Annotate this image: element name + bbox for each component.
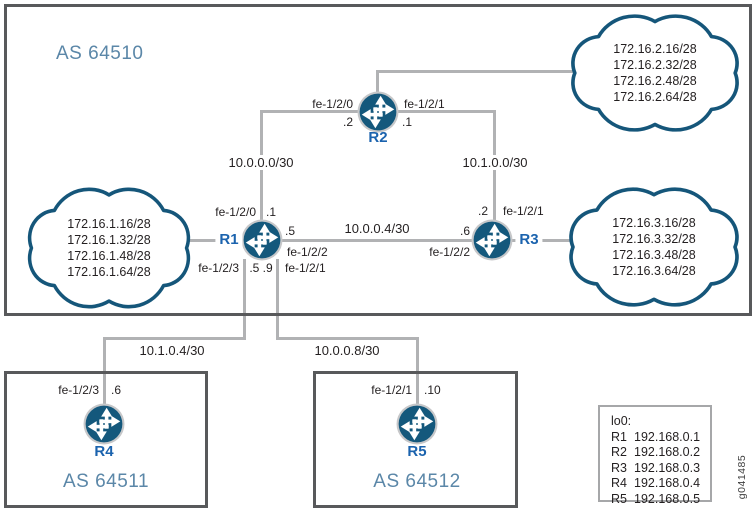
router-label-r3: R3 [515, 232, 543, 248]
router-icon-r4 [83, 403, 125, 445]
cloud-top-right-prefixes: 172.16.2.16/28 172.16.2.32/28 172.16.2.4… [563, 10, 747, 136]
prefix-line: 172.16.2.48/28 [613, 74, 697, 88]
link-r1-r4-h [103, 337, 246, 340]
prefix-line: 172.16.3.64/28 [612, 264, 696, 278]
as64511-box [4, 371, 208, 508]
link-r1-r2-h [260, 110, 360, 113]
link-r2-cloud2-h [376, 70, 580, 73]
router-icon-r2 [357, 91, 399, 133]
link-r1-r4-v1 [243, 259, 246, 340]
router-icon-r3 [471, 219, 513, 261]
cloud-shape [569, 187, 739, 307]
router-label-r5: R5 [407, 443, 427, 460]
loopback-ip: 192.168.0.3 [634, 460, 701, 475]
cloud-right-prefixes: 172.16.3.16/28 172.16.3.32/28 172.16.3.4… [561, 183, 747, 311]
as64512-label: AS 64512 [373, 471, 461, 492]
link-cloud1-r1 [182, 239, 244, 242]
link-r1-r5-v1 [276, 259, 279, 340]
prefix-line: 172.16.1.16/28 [67, 217, 151, 231]
prefix-line: 172.16.3.32/28 [612, 232, 696, 246]
router-label-r2: R2 [368, 129, 388, 146]
address-label-r3-up: .2 [477, 204, 488, 218]
prefix-line: 172.16.1.64/28 [67, 265, 151, 279]
address-label-r3-left: .6 [459, 224, 470, 238]
prefix-line: 172.16.2.64/28 [613, 90, 697, 104]
address-label-r1-up: .1 [266, 205, 277, 219]
cloud-shape [571, 14, 739, 132]
subnet-label-r1-r5: 10.0.0.8/30 [311, 343, 383, 358]
prefix-line: 172.16.3.16/28 [612, 216, 696, 230]
address-label-r2-left: .2 [342, 115, 353, 129]
loopback-router: R3 [611, 460, 627, 475]
address-label-r2-right: .1 [402, 115, 413, 129]
interface-label-r1-down-right: fe-1/2/1 [285, 261, 326, 275]
loopback-title: lo0: [611, 414, 632, 428]
loopback-router: R4 [611, 476, 627, 490]
link-r1-r3 [280, 239, 475, 242]
loopback-row: R3 192.168.0.3 [611, 461, 710, 477]
router-icon-r1 [241, 219, 283, 261]
interface-label-r3-up: fe-1/2/1 [503, 204, 544, 218]
address-label-r1-right: .5 [285, 224, 296, 238]
address-label-r4: .6 [111, 383, 122, 397]
loopback-router: R1 [611, 429, 627, 444]
loopback-router: R2 [611, 445, 627, 459]
address-label-r5: .10 [424, 383, 441, 397]
interface-label-r1-right: fe-1/2/2 [287, 245, 328, 259]
loopback-row: R4 192.168.0.4 [611, 476, 710, 492]
prefix-line: 172.16.1.32/28 [67, 233, 151, 247]
prefix-line: 172.16.2.32/28 [613, 58, 697, 72]
loopback-row: R2 192.168.0.2 [611, 445, 710, 461]
cloud-top-right: 172.16.2.16/28 172.16.2.32/28 172.16.2.4… [563, 10, 747, 136]
link-r3-cloud3 [510, 239, 576, 242]
interface-label-r3-left: fe-1/2/2 [429, 245, 470, 259]
interface-label-r1-down-left: fe-1/2/3 [198, 261, 239, 275]
cloud-right: 172.16.3.16/28 172.16.3.32/28 172.16.3.4… [561, 183, 747, 311]
link-r2-cloud2-v [376, 70, 379, 96]
loopback-row: R1 192.168.0.1 [611, 430, 710, 446]
link-r1-r5-h [276, 337, 419, 340]
loopback-row: R5 192.168.0.5 [611, 492, 710, 508]
prefix-line: 172.16.1.48/28 [67, 249, 151, 263]
as64512-box [313, 371, 518, 508]
loopback-ip: 192.168.0.5 [634, 491, 701, 506]
router-icon-r5 [396, 403, 438, 445]
link-r2-r3-h [396, 110, 496, 113]
loopback-ip: 192.168.0.4 [634, 476, 701, 490]
cloud-left: 172.16.1.16/28 172.16.1.32/28 172.16.1.4… [20, 183, 198, 313]
prefix-line: 172.16.3.48/28 [612, 248, 696, 262]
cloud-shape [27, 187, 191, 309]
interface-label-r4: fe-1/2/3 [58, 383, 99, 397]
subnet-label-r1-r2: 10.0.0.0/30 [225, 155, 297, 170]
as64510-box [4, 4, 752, 316]
cloud-left-prefixes: 172.16.1.16/28 172.16.1.32/28 172.16.1.4… [20, 183, 198, 313]
loopback-ip: 192.168.0.1 [634, 429, 701, 444]
router-label-r1: R1 [215, 232, 243, 248]
interface-label-r5: fe-1/2/1 [371, 383, 412, 397]
prefix-line: 172.16.2.16/28 [613, 42, 697, 56]
as64511-label: AS 64511 [62, 471, 150, 492]
interface-label-r1-up: fe-1/2/0 [215, 205, 256, 219]
figure-id: g041485 [736, 454, 748, 500]
loopback-ip: 192.168.0.2 [634, 445, 701, 459]
as64510-label: AS 64510 [56, 43, 144, 64]
router-label-r4: R4 [94, 443, 114, 460]
loopback-router: R5 [611, 491, 627, 506]
subnet-label-r2-r3: 10.1.0.0/30 [459, 155, 531, 170]
loopback-table: lo0: R1 192.168.0.1 R2 192.168.0.2 R3 192.1… [598, 405, 712, 506]
interface-label-r2-left: fe-1/2/0 [312, 97, 353, 111]
address-label-r1-down: .5 .9 [249, 261, 273, 275]
subnet-label-r1-r3: 10.0.0.4/30 [341, 221, 413, 236]
subnet-label-r1-r4: 10.1.0.4/30 [136, 343, 208, 358]
interface-label-r2-right: fe-1/2/1 [404, 97, 445, 111]
